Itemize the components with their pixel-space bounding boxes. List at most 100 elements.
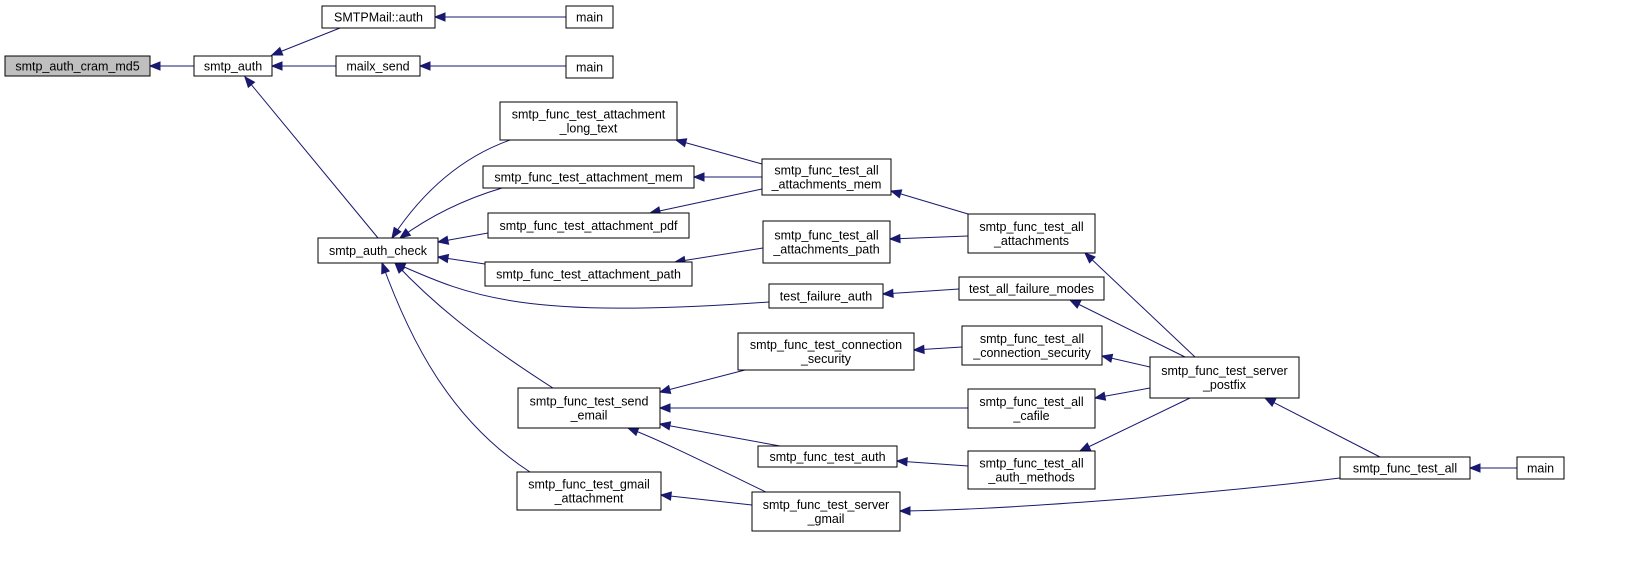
node-main3[interactable]: main (1516, 456, 1565, 480)
edge-all_att_mem-to-att_mem (692, 172, 762, 182)
node-box (516, 471, 662, 511)
edge-line (627, 427, 771, 495)
edge-line (659, 423, 781, 447)
arrowhead (418, 61, 431, 71)
arrowhead (881, 288, 894, 299)
node-main1[interactable]: main (565, 5, 614, 29)
node-label: smtp_func_test_send (530, 395, 649, 409)
node-label: main (1527, 462, 1554, 476)
node-all-conn-sec[interactable]: smtp_func_test_all_connection_security (961, 325, 1103, 366)
node-box (1339, 456, 1471, 480)
node-label: smtp_func_test_server (1161, 364, 1287, 378)
edge-auth-to-cram (148, 61, 194, 71)
edge-att_long-to-check (391, 139, 511, 240)
node-main2[interactable]: main (565, 55, 614, 79)
edge-line (1084, 252, 1196, 358)
node-label: mailx_send (346, 60, 409, 74)
arrowhead (398, 228, 412, 239)
node-box (4, 55, 151, 77)
node-all-att[interactable]: smtp_func_test_all_attachments (967, 213, 1096, 254)
node-all-cafile[interactable]: smtp_func_test_all_cafile (967, 388, 1096, 429)
node-box (762, 220, 891, 264)
node-smtpmail[interactable]: SMTPMail::auth (321, 5, 436, 29)
edge-check-to-auth (244, 75, 379, 239)
node-label: _attachments_mem (771, 178, 882, 192)
arrowhead (244, 75, 256, 89)
node-label: _email (570, 409, 608, 423)
node-box (751, 491, 901, 532)
arrowhead (436, 253, 450, 264)
node-label: _security (800, 352, 852, 366)
edge-line (1069, 299, 1186, 358)
node-label: main (576, 11, 603, 25)
edge-att_mem-to-check (398, 187, 503, 239)
node-box (1149, 356, 1300, 399)
node-all-att-path[interactable]: smtp_func_test_all_attachments_path (762, 220, 891, 264)
edge-all_fail-to-fail_auth (881, 288, 960, 299)
edge-line (649, 188, 763, 214)
node-att-long[interactable]: smtp_func_test_attachment_long_text (499, 101, 678, 141)
edge-all_auth_methods-to-test_auth (895, 456, 969, 467)
arrowhead (674, 138, 688, 148)
node-box (565, 55, 614, 79)
edge-test_all-to-server_postfix (1263, 397, 1381, 458)
node-label: smtp_func_test_attachment (512, 108, 666, 122)
node-auth[interactable]: smtp_auth (193, 55, 273, 77)
arrowhead (658, 384, 672, 394)
arrowhead (436, 235, 450, 245)
node-box (487, 212, 690, 239)
node-box (761, 158, 892, 196)
edge-att_pdf-to-check (436, 232, 489, 245)
node-all-auth-methods[interactable]: smtp_func_test_all_auth_methods (967, 450, 1096, 490)
node-att-pdf[interactable]: smtp_func_test_attachment_pdf (487, 212, 690, 239)
node-label: smtp_func_test_all (979, 457, 1083, 471)
edge-line (675, 139, 763, 165)
node-all-att-mem[interactable]: smtp_func_test_all_attachments_mem (761, 158, 892, 196)
node-check[interactable]: smtp_auth_check (317, 237, 439, 264)
node-att-mem[interactable]: smtp_func_test_attachment_mem (482, 165, 695, 189)
edge-server_postfix-to-all_auth_methods (1078, 397, 1191, 452)
edge-mailx-to-auth (270, 61, 336, 71)
node-all-fail[interactable]: test_all_failure_modes (958, 276, 1105, 301)
node-box (499, 101, 678, 141)
node-box (967, 450, 1096, 490)
node-label: smtp_func_test_all (1353, 462, 1457, 476)
node-att-path[interactable]: smtp_func_test_attachment_path (484, 261, 693, 287)
node-server-postfix[interactable]: smtp_func_test_server_postfix (1149, 356, 1300, 399)
arrowhead (626, 427, 640, 437)
node-label: smtp_func_test_attachment_mem (494, 171, 682, 185)
edge-line (271, 27, 341, 56)
edge-layer (148, 12, 1517, 516)
node-cram[interactable]: smtp_auth_cram_md5 (4, 55, 151, 77)
node-box (565, 5, 614, 29)
node-layer: smtp_auth_cram_md5 smtp_auth SMTPMail::aut… (4, 5, 1565, 532)
arrowhead (898, 506, 911, 516)
node-test-all[interactable]: smtp_func_test_all (1339, 456, 1471, 480)
node-send-email[interactable]: smtp_func_test_send_email (517, 387, 661, 429)
arrowhead (381, 261, 391, 275)
node-label: smtp_auth_cram_md5 (15, 60, 139, 74)
arrowhead (148, 61, 161, 71)
node-gmail-att[interactable]: smtp_func_test_gmail_attachment (516, 471, 662, 511)
edge-line (674, 247, 764, 263)
edge-test_all-to-server_gmail (898, 477, 1341, 516)
node-box (757, 445, 898, 468)
edge-conn_sec-to-send_email (658, 369, 746, 394)
arrowhead (1093, 391, 1107, 401)
edge-line (1264, 397, 1381, 458)
node-conn-sec[interactable]: smtp_func_test_connection_security (737, 332, 915, 371)
node-box (517, 387, 661, 429)
node-label: _cafile (1012, 409, 1049, 423)
node-server-gmail[interactable]: smtp_func_test_server_gmail (751, 491, 901, 532)
arrowhead (433, 12, 446, 22)
node-mailx[interactable]: mailx_send (335, 55, 421, 77)
edge-all_att_mem-to-att_pdf (648, 188, 763, 216)
arrowhead (394, 262, 406, 274)
arrowhead (658, 403, 671, 413)
node-fail-auth[interactable]: test_failure_auth (768, 283, 884, 309)
node-label: SMTPMail::auth (334, 11, 423, 25)
node-label: smtp_func_test_auth (769, 450, 885, 464)
edge-server_postfix-to-all_att (1084, 252, 1196, 358)
node-test-auth[interactable]: smtp_func_test_auth (757, 445, 898, 468)
arrowhead (1084, 252, 1096, 264)
